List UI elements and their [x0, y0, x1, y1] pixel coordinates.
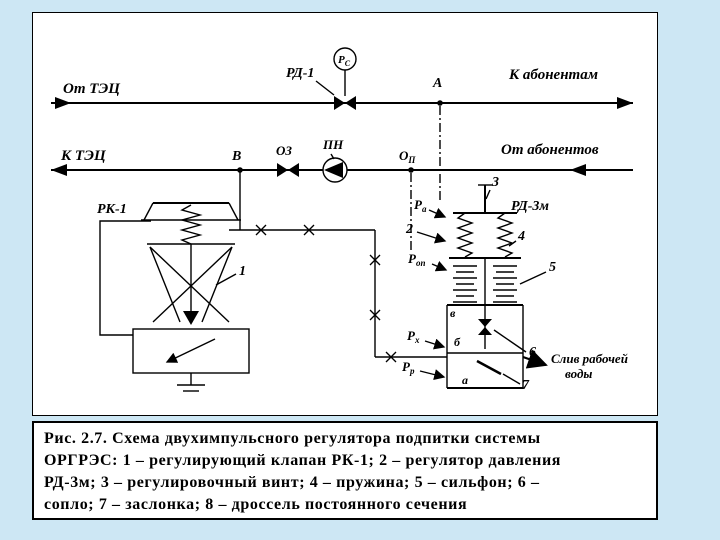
label3-leader-line: [485, 189, 491, 200]
callout-6: 6: [529, 345, 536, 360]
px-label-main: Р: [407, 328, 416, 343]
pop-label-sub: оп: [416, 258, 426, 268]
pa-label-main: Р: [414, 197, 423, 212]
rd3m-label: РД-3м: [511, 199, 549, 214]
label4-leader-line: [508, 240, 517, 247]
point-a-label: А: [432, 76, 442, 91]
pa-arrow-icon: [428, 207, 447, 219]
px-label: Рх: [407, 328, 420, 345]
chamber-b-label: б: [454, 335, 461, 349]
rk1-valve-device: [99, 202, 250, 392]
op-label-sub: П: [407, 155, 416, 165]
point-a-dot: [437, 100, 443, 106]
shutoff-cross-icons: [255, 224, 397, 363]
from-abonents-label: От абонентов: [501, 142, 599, 158]
diagram-panel: От ТЭЦ К абонентам РД-1 РС А К ТЭЦ От аб…: [32, 12, 658, 416]
from-tec-label: От ТЭЦ: [63, 81, 121, 97]
rk1-plug-icon: [183, 311, 199, 325]
valve-rd1-icon: [345, 96, 356, 110]
caption-panel: Рис. 2.7. Схема двухимпульсного регулято…: [32, 421, 658, 520]
rs-instrument-icon: [333, 47, 357, 71]
pr-label-sub: р: [409, 366, 415, 376]
nozzle-icon: [478, 327, 492, 335]
flow-arrow-left-icon: [570, 164, 586, 176]
valve-oz-icon: [277, 163, 288, 177]
flow-arrow-right-icon: [55, 97, 71, 109]
rd1-label: РД-1: [286, 66, 314, 81]
drain-label-line1: Слив рабочей: [551, 351, 628, 366]
pn-label: ПН: [322, 137, 344, 152]
callout-3: 3: [491, 175, 499, 190]
pn-leader-line: [330, 153, 335, 160]
chamber-v-label: в: [450, 306, 456, 320]
drain-label-line2: воды: [565, 366, 592, 381]
to-abonents-label: К абонентам: [508, 67, 598, 83]
op-label-main: О: [399, 148, 409, 163]
pr-label-main: Р: [402, 359, 411, 374]
callout-7: 7: [522, 378, 530, 393]
label7-leader-line: [502, 373, 521, 385]
pa-label-sub: а: [422, 204, 427, 214]
point-op-dot: [408, 167, 414, 173]
pa-label: Ра: [414, 197, 427, 214]
flow-arrow-left-icon: [51, 164, 67, 176]
op-label: ОП: [399, 148, 416, 165]
bellows-icon: [453, 265, 517, 303]
nozzle-icon: [478, 319, 492, 327]
drain-arrow-icon: [522, 349, 548, 369]
label5-leader-line: [519, 271, 547, 285]
rd3m-regulator-device: [446, 184, 548, 389]
rk1-spring-icon: [179, 204, 203, 245]
pump-pn-icon: [324, 162, 343, 178]
label1-leader-line: [215, 273, 237, 286]
pop-arrow-icon: [431, 260, 448, 272]
point-b-label: В: [231, 149, 241, 164]
chamber-a-label: а: [462, 373, 468, 387]
valve-oz-icon: [288, 163, 299, 177]
px-arrow-icon: [424, 338, 446, 350]
label6-leader-line: [493, 329, 527, 353]
valve-rd1-icon: [334, 96, 345, 110]
flapper-icon: [476, 359, 502, 376]
schematic-drawing: От ТЭЦ К абонентам РД-1 РС А К ТЭЦ От аб…: [51, 47, 633, 393]
callout-1: 1: [239, 264, 246, 279]
callout-2: 2: [405, 222, 413, 237]
oz-label: ОЗ: [276, 143, 292, 158]
rs-label-main: Р: [338, 54, 345, 66]
caption-line-4: сопло; 7 – заслонка; 8 – дроссель постоя…: [44, 496, 468, 513]
flow-arrow-right-icon: [617, 97, 633, 109]
to-tec-label: К ТЭЦ: [60, 148, 107, 164]
caption-line-2: ОРГРЭС: 1 – регулирующий клапан РК-1; 2 …: [44, 452, 562, 469]
pop-label-main: Р: [408, 251, 417, 266]
pr-label: Рр: [402, 359, 415, 376]
rd1-leader-line: [315, 80, 335, 96]
caption-line-1: Рис. 2.7. Схема двухимпульсного регулято…: [44, 430, 541, 447]
spring-icon: [495, 212, 515, 258]
pop-label: Роп: [408, 251, 425, 268]
rs-label-sub: С: [345, 59, 351, 68]
rk1-flow-arrow-icon: [165, 338, 216, 363]
px-label-sub: х: [414, 335, 420, 345]
caption-line-3: РД-3м; 3 – регулировочный винт; 4 – пруж…: [44, 474, 540, 491]
label2-leader-line: [416, 231, 447, 244]
rk1-label: РК-1: [97, 202, 127, 217]
callout-5: 5: [549, 260, 556, 275]
spring-icon: [455, 212, 475, 258]
rs-label: РС: [338, 54, 351, 68]
callout-4: 4: [517, 229, 525, 244]
pr-arrow-icon: [419, 369, 446, 381]
